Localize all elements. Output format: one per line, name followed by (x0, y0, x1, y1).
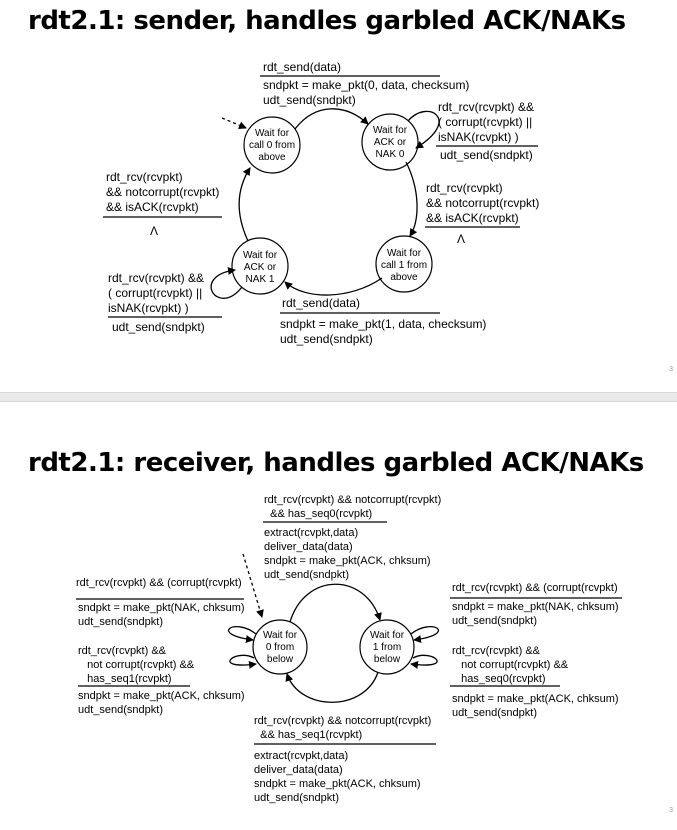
transition-wait0-to-wait1 (289, 583, 382, 623)
top-event: rdt_send(data) (263, 60, 342, 74)
state-wait1-circle (359, 619, 415, 675)
right-loop-event: rdt_rcv(rcvpkt) && ( corrupt(rcvpkt) || … (438, 100, 535, 144)
initial-state-arrow (221, 117, 247, 129)
state-wait-call1-circle (375, 235, 433, 293)
right-event: rdt_rcv(rcvpkt) && notcorrupt(rcvpkt) &&… (426, 181, 540, 225)
self-loop-wait0-upper (228, 626, 257, 644)
state-wait-call1: Wait for call 1 from above (380, 248, 428, 283)
top-action: sndpkt = make_pkt(0, data, checksum) udt… (263, 78, 470, 107)
self-loop-wait1-lower (410, 654, 438, 669)
receiver-initial-arrow (242, 553, 264, 618)
right-upper-action: sndpkt = make_pkt(NAK, chksum) udt_send(… (452, 601, 619, 627)
sender-title: rdt2.1: sender, handles garbled ACK/NAKs (28, 6, 626, 36)
top-action: extract(rcvpkt,data) deliver_data(data) … (264, 527, 431, 581)
receiver-title: rdt2.1: receiver, handles garbled ACK/NA… (28, 448, 644, 478)
transition-call1-to-ack1 (284, 277, 383, 296)
transition-wait1-to-wait0 (285, 671, 379, 703)
self-loop-wait1-upper (410, 626, 439, 644)
bottom-action: sndpkt = make_pkt(1, data, checksum) udt… (280, 317, 487, 346)
bottom-event: rdt_rcv(rcvpkt) && notcorrupt(rcvpkt) &&… (254, 715, 432, 741)
right-upper-event: rdt_rcv(rcvpkt) && (corrupt(rcvpkt) (452, 582, 618, 594)
receiver-fsm-diagram (76, 521, 622, 745)
bottom-event: rdt_send(data) (282, 296, 361, 310)
self-loop-ack0 (407, 110, 440, 149)
state-wait-call0-circle (243, 116, 301, 174)
right-lower-event: rdt_rcv(rcvpkt) && not corrupt(rcvpkt) &… (452, 645, 569, 685)
state-wait0-circle (252, 619, 308, 675)
sender-fsm-diagram (103, 75, 538, 318)
state-wait-call0: Wait for call 0 from above (248, 128, 296, 163)
transition-ack1-to-call0 (238, 167, 251, 242)
transition-call0-to-ack0 (294, 108, 369, 130)
slide-divider (0, 392, 677, 402)
left-loop-action: udt_send(sndpkt) (112, 320, 205, 334)
right-lower-action: sndpkt = make_pkt(ACK, chksum) udt_send(… (452, 693, 619, 719)
left-event: rdt_rcv(rcvpkt) && notcorrupt(rcvpkt) &&… (106, 170, 220, 214)
state-wait1: Wait for 1 from below (369, 630, 405, 665)
state-wait0: Wait for 0 from below (262, 630, 298, 665)
transition-ack0-to-call1 (405, 161, 418, 237)
sender-slide: rdt2.1: sender, handles garbled ACK/NAKs… (0, 0, 677, 392)
bottom-action: extract(rcvpkt,data) deliver_data(data) … (254, 750, 421, 804)
left-action: Λ (150, 224, 159, 238)
receiver-slide: rdt2.1: receiver, handles garbled ACK/NA… (0, 402, 677, 830)
state-wait-ack1: Wait for ACK or NAK 1 (242, 250, 278, 285)
left-lower-action: sndpkt = make_pkt(ACK, chksum) udt_send(… (78, 690, 245, 716)
left-loop-event: rdt_rcv(rcvpkt) && ( corrupt(rcvpkt) || … (108, 271, 205, 315)
state-wait-ack0: Wait for ACK or NAK 0 (372, 125, 408, 160)
receiver-slide-number: 3 (669, 807, 673, 814)
right-action: Λ (457, 232, 466, 246)
self-loop-ack1 (210, 266, 243, 299)
left-upper-action: sndpkt = make_pkt(NAK, chksum) udt_send(… (78, 602, 245, 628)
left-lower-event: rdt_rcv(rcvpkt) && not corrupt(rcvpkt) &… (78, 645, 195, 685)
self-loop-wait0-lower (229, 654, 257, 669)
sender-slide-number: 3 (669, 366, 673, 373)
right-loop-action: udt_send(sndpkt) (440, 148, 533, 162)
top-event: rdt_rcv(rcvpkt) && notcorrupt(rcvpkt) &&… (264, 494, 442, 520)
state-wait-ack1-circle (231, 237, 289, 295)
left-upper-event: rdt_rcv(rcvpkt) && (corrupt(rcvpkt) (76, 577, 242, 589)
